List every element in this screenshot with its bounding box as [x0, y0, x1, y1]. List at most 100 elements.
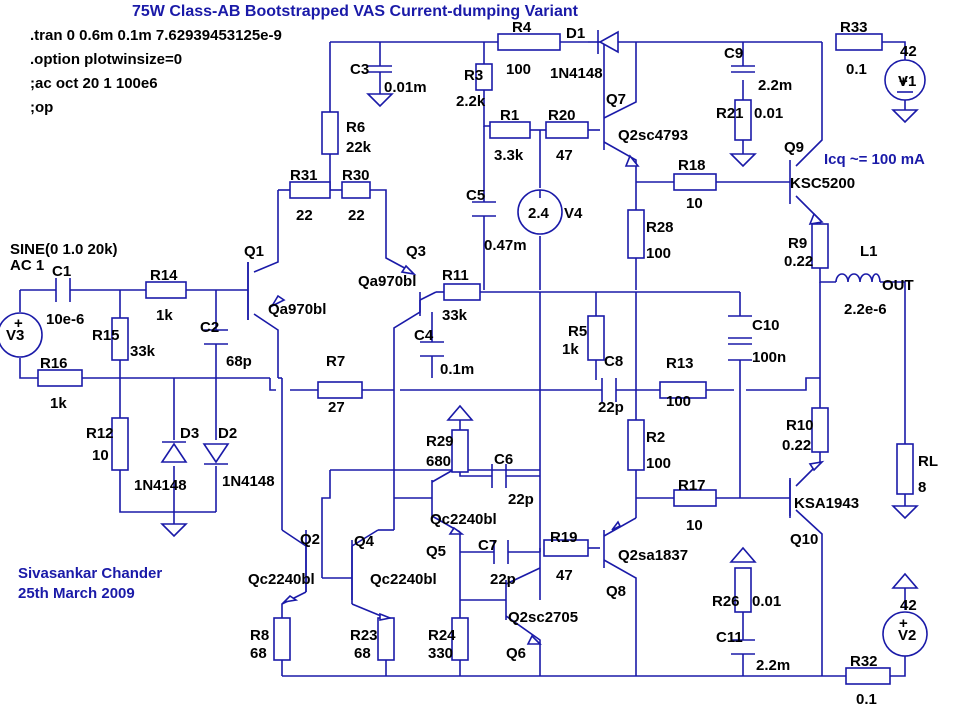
capacitor-c6 [491, 464, 507, 488]
svg-text:C5: C5 [466, 187, 485, 204]
capacitor-c8 [601, 378, 617, 402]
svg-text:R23: R23 [350, 627, 378, 644]
svg-text:R32: R32 [850, 653, 878, 670]
svg-text:+: + [14, 315, 23, 332]
svg-text:42: 42 [900, 43, 917, 60]
svg-text:68: 68 [354, 645, 371, 662]
svg-text:R17: R17 [678, 477, 706, 494]
svg-text:R3: R3 [464, 67, 483, 84]
resistor-r9 [811, 223, 829, 269]
svg-text:1k: 1k [156, 307, 173, 324]
svg-text:10: 10 [92, 447, 109, 464]
svg-text:V3: V3 [6, 327, 24, 344]
svg-text:R5: R5 [568, 323, 587, 340]
svg-text:68: 68 [250, 645, 267, 662]
svg-text:C8: C8 [604, 353, 623, 370]
svg-text:2.2k: 2.2k [456, 93, 486, 110]
svg-text:1N4148: 1N4148 [550, 65, 603, 82]
svg-text:22p: 22p [508, 491, 534, 508]
resistor-r13 [659, 381, 707, 399]
resistors [37, 33, 914, 685]
svg-text:100n: 100n [752, 349, 786, 366]
svg-text:10e-6: 10e-6 [46, 311, 84, 328]
icq-note: Icq ~= 100 mA [824, 151, 925, 168]
voltage-source-v4 [517, 189, 563, 235]
svg-text:330: 330 [428, 645, 453, 662]
svg-text:33k: 33k [442, 307, 468, 324]
ground-v1 [891, 109, 919, 124]
svg-text:2.2e-6: 2.2e-6 [844, 301, 887, 318]
svg-text:KSC5200: KSC5200 [790, 175, 855, 192]
resistor-r1 [489, 121, 531, 139]
capacitor-c2 [204, 329, 228, 345]
svg-text:R8: R8 [250, 627, 269, 644]
svg-text:D3: D3 [180, 425, 199, 442]
svg-text:R26: R26 [712, 593, 740, 610]
svg-text:100: 100 [646, 245, 671, 262]
resistor-rl [896, 443, 914, 495]
svg-text:Q6: Q6 [506, 645, 526, 662]
svg-text:R20: R20 [548, 107, 576, 124]
resistor-r24 [451, 617, 469, 661]
svg-text:C6: C6 [494, 451, 513, 468]
svg-text:R31: R31 [290, 167, 318, 184]
svg-text:Q7: Q7 [606, 91, 626, 108]
svg-text:Q8: Q8 [606, 583, 626, 600]
diode-d3 [160, 441, 188, 463]
svg-text:100: 100 [646, 455, 671, 472]
svg-text:R14: R14 [150, 267, 178, 284]
svg-text:R4: R4 [512, 19, 532, 36]
ground-d [160, 523, 188, 538]
svg-text:R19: R19 [550, 529, 578, 546]
svg-text:R15: R15 [92, 327, 120, 344]
capacitor-c11 [731, 639, 755, 655]
svg-text:C1: C1 [52, 263, 71, 280]
resistor-r10 [811, 407, 829, 453]
svg-text:2.2m: 2.2m [756, 657, 790, 674]
resistor-r23 [377, 617, 395, 661]
ground-r21 [729, 153, 757, 168]
svg-text:Q4: Q4 [354, 533, 375, 550]
resistor-r26 [734, 567, 752, 613]
svg-text:0.01: 0.01 [754, 105, 783, 122]
svg-text:68p: 68p [226, 353, 252, 370]
resistor-r33 [835, 33, 883, 51]
svg-text:R13: R13 [666, 355, 694, 372]
svg-text:Q10: Q10 [790, 531, 818, 548]
svg-text:100: 100 [666, 393, 691, 410]
svg-text:C4: C4 [414, 327, 434, 344]
svg-text:22p: 22p [598, 399, 624, 416]
svg-text:33k: 33k [130, 343, 156, 360]
voltage-source-v1: + [884, 59, 926, 101]
svg-text:Q2sa1837: Q2sa1837 [618, 547, 688, 564]
resistor-r5 [587, 315, 605, 361]
svg-text:3.3k: 3.3k [494, 147, 524, 164]
svg-text:Q3: Q3 [406, 243, 426, 260]
transistors [247, 42, 825, 645]
svg-text:R24: R24 [428, 627, 456, 644]
diode-d2 [202, 443, 230, 465]
svg-text:22: 22 [348, 207, 365, 224]
svg-text:22p: 22p [490, 571, 516, 588]
svg-text:0.22: 0.22 [782, 437, 811, 454]
directive-op: ;op [30, 99, 53, 116]
svg-text:0.22: 0.22 [784, 253, 813, 270]
resistor-r15 [111, 317, 129, 361]
resistor-r32 [845, 667, 891, 685]
svg-text:22k: 22k [346, 139, 372, 156]
svg-text:D2: D2 [218, 425, 237, 442]
svg-text:R29: R29 [426, 433, 454, 450]
svg-text:Q9: Q9 [784, 139, 804, 156]
svg-text:1k: 1k [562, 341, 579, 358]
svg-text:R12: R12 [86, 425, 114, 442]
ground-r29 [446, 404, 474, 421]
svg-text:Qc2240bl: Qc2240bl [248, 571, 315, 588]
resistor-r3 [475, 63, 493, 91]
svg-text:0.01m: 0.01m [384, 79, 427, 96]
svg-text:R30: R30 [342, 167, 370, 184]
svg-text:C11: C11 [716, 629, 743, 646]
resistor-r6 [321, 111, 339, 155]
svg-text:8: 8 [918, 479, 926, 496]
directive-option: .option plotwinsize=0 [30, 51, 182, 68]
svg-text:RL: RL [918, 453, 938, 470]
